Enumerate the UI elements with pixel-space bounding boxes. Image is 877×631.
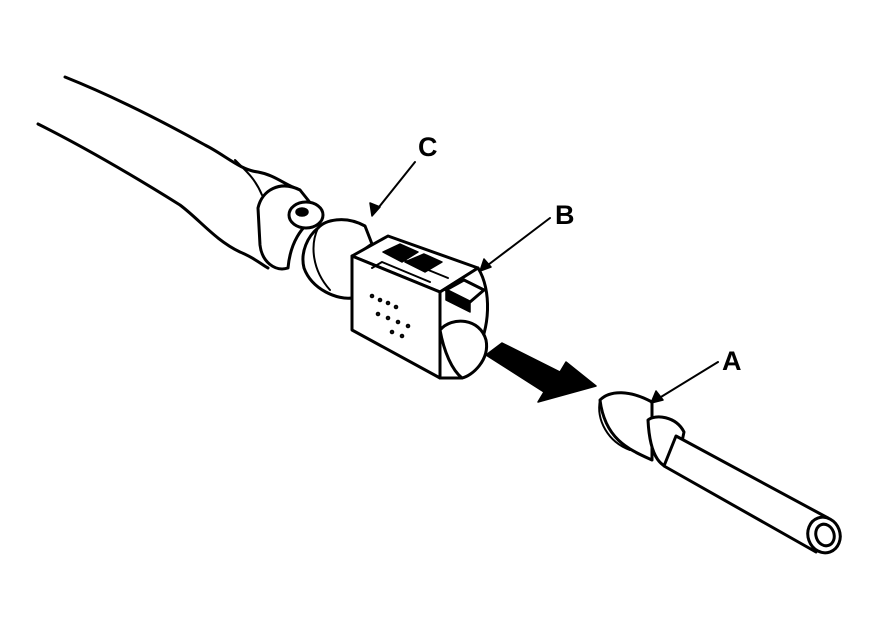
connector-body: [301, 218, 374, 300]
left-hose: [36, 75, 322, 271]
hose-collar: [287, 200, 325, 230]
leader-c-arrowhead: [369, 202, 381, 217]
retainer-tab: [438, 278, 489, 380]
callout-label-a: A: [722, 346, 742, 376]
leader-b-arrowhead: [479, 258, 492, 272]
leader-a: [655, 361, 719, 401]
callout-label-b: B: [555, 200, 575, 230]
callout-label-c: C: [418, 132, 438, 162]
leader-lines: [369, 161, 719, 404]
leader-b: [483, 217, 551, 269]
leader-a-arrowhead: [650, 390, 664, 404]
fuel-pipe: [598, 391, 842, 555]
direction-arrow: [485, 342, 597, 403]
leader-c: [374, 161, 416, 213]
